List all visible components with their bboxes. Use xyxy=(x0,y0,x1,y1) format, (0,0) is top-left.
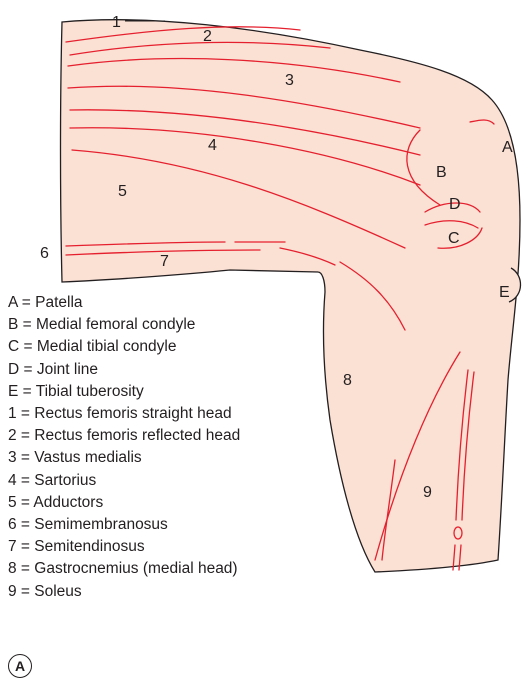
tibial-tuberosity-outline xyxy=(509,268,521,302)
panel-label: A xyxy=(8,654,32,678)
callout-E: E xyxy=(499,284,510,301)
legend-item: 2 = Rectus femoris reflected head xyxy=(8,425,240,447)
legend-item: D = Joint line xyxy=(8,359,240,381)
callout-3: 3 xyxy=(285,72,294,89)
callout-A: A xyxy=(502,139,513,156)
legend-item: 9 = Soleus xyxy=(8,581,240,603)
callout-B: B xyxy=(436,164,447,181)
callout-8: 8 xyxy=(343,372,352,389)
legend-item: C = Medial tibial condyle xyxy=(8,336,240,358)
callout-9: 9 xyxy=(423,484,432,501)
callout-7: 7 xyxy=(160,253,169,270)
callout-2: 2 xyxy=(203,28,212,45)
legend-item: 5 = Adductors xyxy=(8,492,240,514)
legend-item: E = Tibial tuberosity xyxy=(8,381,240,403)
callout-4: 4 xyxy=(208,137,217,154)
panel-label-text: A xyxy=(15,658,25,674)
legend-item: 8 = Gastrocnemius (medial head) xyxy=(8,558,240,580)
legend-item: 6 = Semimembranosus xyxy=(8,514,240,536)
legend-item: 4 = Sartorius xyxy=(8,470,240,492)
callout-D: D xyxy=(449,196,461,213)
callout-5: 5 xyxy=(118,183,127,200)
legend: A = Patella B = Medial femoral condyle C… xyxy=(8,292,240,603)
legend-item: 3 = Vastus medialis xyxy=(8,447,240,469)
callout-1: 1 xyxy=(112,14,121,31)
callout-6: 6 xyxy=(40,245,49,262)
legend-item: 1 = Rectus femoris straight head xyxy=(8,403,240,425)
legend-item: B = Medial femoral condyle xyxy=(8,314,240,336)
legend-item: A = Patella xyxy=(8,292,240,314)
callout-C: C xyxy=(448,230,460,247)
legend-item: 7 = Semitendinosus xyxy=(8,536,240,558)
